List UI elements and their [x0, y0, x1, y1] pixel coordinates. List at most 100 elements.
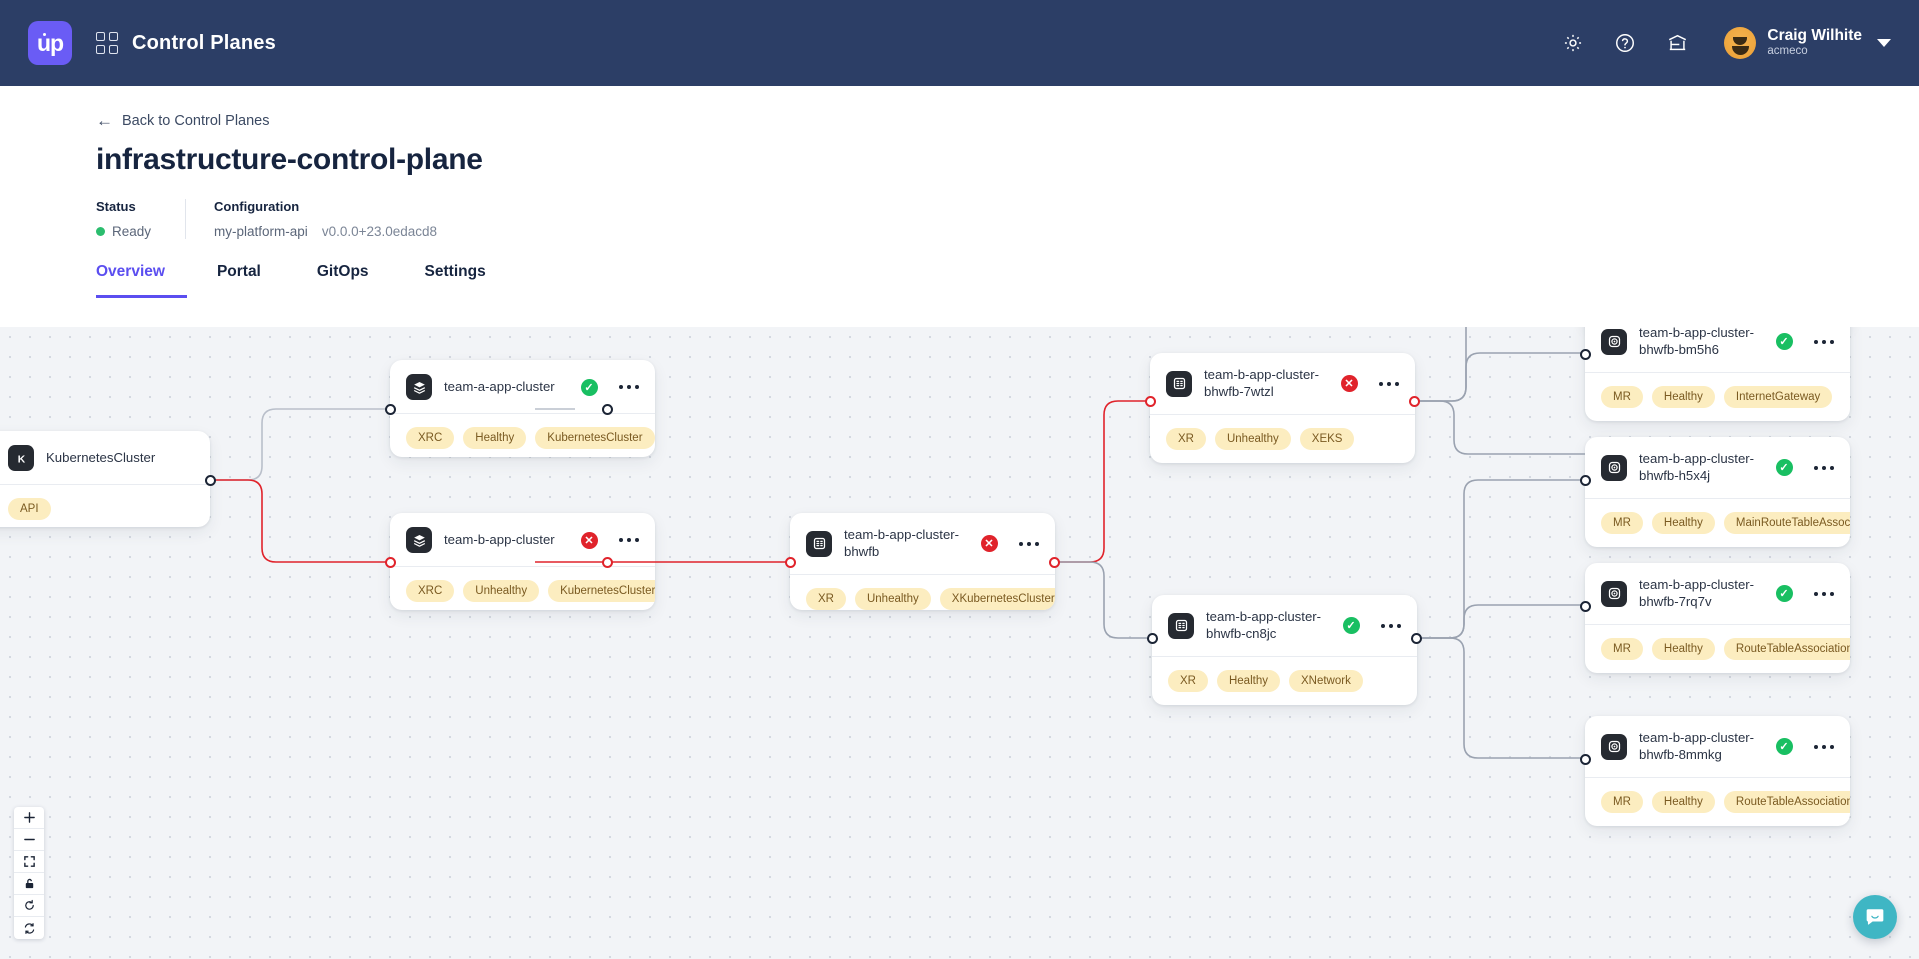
node-tags: MR Healthy MainRouteTableAssociation: [1585, 499, 1850, 547]
node-divider: [390, 413, 655, 414]
help-icon[interactable]: [1612, 30, 1638, 56]
tag: Unhealthy: [1214, 427, 1291, 450]
node-tags: MR Healthy InternetGateway: [1585, 373, 1850, 421]
control-planes-brand[interactable]: Control Planes: [96, 32, 276, 55]
tag: XEKS: [1299, 427, 1355, 450]
tab-bar: Overview Portal GitOps Settings: [0, 263, 1919, 298]
node-handle-left[interactable]: [1145, 396, 1156, 407]
avatar-head: [1733, 37, 1748, 45]
lock-icon[interactable]: [14, 873, 44, 895]
status-block: Status Ready: [96, 199, 185, 239]
node-menu-button[interactable]: [1379, 621, 1404, 632]
chat-launcher[interactable]: [1853, 895, 1897, 939]
configuration-label: Configuration: [214, 199, 300, 214]
status-ok-icon: ✓: [1775, 738, 1793, 756]
tag: MR: [1601, 637, 1643, 660]
status-label: Status: [96, 199, 136, 214]
node-menu-button[interactable]: [1812, 337, 1837, 348]
tab-gitops[interactable]: GitOps: [316, 263, 369, 280]
graph-node-kubernetescluster[interactable]: K KubernetesCluster API: [0, 431, 210, 527]
node-divider: [1585, 776, 1850, 778]
graph-node-team-b-app-cluster-bhwfb-7wtzl[interactable]: team-b-app-cluster-bhwfb-7wtzl ✕ XR Unhe…: [1150, 353, 1415, 463]
node-divider: [1585, 371, 1850, 373]
graph-node-team-b-app-cluster-bhwfb-8mmkg[interactable]: team-b-app-cluster-bhwfb-8mmkg ✓ MR Heal…: [1585, 716, 1850, 826]
node-handle-right[interactable]: [602, 404, 613, 415]
graph-node-team-b-app-cluster-bhwfb[interactable]: team-b-app-cluster-bhwfb ✕ XR Unhealthy …: [790, 513, 1055, 610]
fit-view-icon[interactable]: [14, 851, 44, 873]
node-handle-right[interactable]: [602, 557, 613, 568]
node-tags: XR Healthy XNetwork: [1152, 657, 1417, 705]
node-handle-right[interactable]: [1409, 396, 1420, 407]
node-title: team-b-app-cluster: [444, 531, 555, 547]
node-handle-left[interactable]: [1147, 633, 1158, 644]
node-handle-left[interactable]: [785, 557, 796, 568]
tag: Healthy: [1651, 790, 1715, 813]
tab-overview[interactable]: Overview: [96, 263, 187, 298]
node-menu-button[interactable]: [1812, 742, 1837, 753]
node-menu-button[interactable]: [1017, 539, 1042, 550]
node-divider: [1585, 623, 1850, 625]
node-handle-left[interactable]: [1580, 601, 1591, 612]
avatar: [1724, 27, 1757, 59]
node-header: team-b-app-cluster ✕: [390, 513, 655, 566]
node-menu-button[interactable]: [1377, 379, 1402, 390]
back-link[interactable]: ← Back to Control Planes: [96, 112, 270, 129]
node-divider: [790, 573, 1055, 575]
graph-node-team-b-app-cluster[interactable]: team-b-app-cluster ✕ XRC Unhealthy Kuber…: [390, 513, 655, 610]
node-tags: XR Unhealthy XKubernetesCluster: [790, 575, 1055, 610]
node-handle-right[interactable]: [1049, 557, 1060, 568]
gear-icon[interactable]: [1560, 30, 1586, 56]
list-icon: [1166, 370, 1192, 397]
tag: MR: [1601, 790, 1643, 813]
node-header: team-b-app-cluster-bhwfb-7wtzl ✕: [1150, 353, 1415, 414]
node-handle-left[interactable]: [1580, 475, 1591, 486]
node-handle-left[interactable]: [385, 557, 396, 568]
tag: XR: [1168, 669, 1208, 692]
graph-node-team-b-app-cluster-bhwfb-bm5h6[interactable]: team-b-app-cluster-bhwfb-bm5h6 ✓ MR Heal…: [1585, 327, 1850, 421]
node-tags: XRC Unhealthy KubernetesCluster: [390, 567, 655, 610]
node-handle-left[interactable]: [1580, 349, 1591, 360]
tag: Unhealthy: [854, 587, 931, 610]
node-handle-right[interactable]: [1411, 633, 1422, 644]
node-divider: [1585, 497, 1850, 499]
refresh-icon[interactable]: [14, 917, 44, 939]
graph-node-team-b-app-cluster-bhwfb-7rq7v[interactable]: team-b-app-cluster-bhwfb-7rq7v ✓ MR Heal…: [1585, 563, 1850, 673]
zoom-out-icon[interactable]: [14, 829, 44, 851]
tab-portal[interactable]: Portal: [216, 263, 261, 280]
node-menu-button[interactable]: [617, 535, 642, 546]
user-name: Craig Wilhite: [1767, 27, 1862, 45]
user-text: Craig Wilhite acmeco: [1767, 27, 1862, 58]
user-menu[interactable]: Craig Wilhite acmeco: [1724, 27, 1891, 59]
node-menu-button[interactable]: [617, 382, 642, 393]
graph-node-team-b-app-cluster-bhwfb-cn8jc[interactable]: team-b-app-cluster-bhwfb-cn8jc ✓ XR Heal…: [1152, 595, 1417, 705]
status-ok-icon: ✓: [1775, 333, 1793, 351]
chevron-down-icon[interactable]: [1877, 39, 1891, 47]
graph-node-team-a-app-cluster[interactable]: team-a-app-cluster ✓ XRC Healthy Kuberne…: [390, 360, 655, 457]
node-header: team-b-app-cluster-bhwfb-h5x4j ✓: [1585, 437, 1850, 498]
reset-icon[interactable]: [14, 895, 44, 917]
status-ok-icon: ✓: [1775, 585, 1793, 603]
node-title: team-b-app-cluster-bhwfb-7wtzl: [1204, 367, 1320, 399]
tag: Healthy: [1651, 511, 1715, 534]
status-ok-icon: ✓: [580, 378, 598, 396]
node-title: team-b-app-cluster-bhwfb-8mmkg: [1639, 730, 1755, 762]
node-header: team-b-app-cluster-bhwfb-bm5h6 ✓: [1585, 327, 1850, 372]
upbound-logo[interactable]: up: [28, 21, 72, 65]
node-menu-button[interactable]: [1812, 463, 1837, 474]
zoom-in-icon[interactable]: [14, 807, 44, 829]
graph-node-team-b-app-cluster-bhwfb-h5x4j[interactable]: team-b-app-cluster-bhwfb-h5x4j ✓ MR Heal…: [1585, 437, 1850, 547]
tag: XRC: [406, 580, 455, 602]
marketplace-icon[interactable]: [1664, 30, 1690, 56]
node-menu-button[interactable]: [1812, 589, 1837, 600]
node-handle-right[interactable]: [205, 475, 216, 486]
node-title: team-b-app-cluster-bhwfb-h5x4j: [1639, 451, 1755, 483]
layers-icon: [406, 374, 432, 400]
tag: InternetGateway: [1723, 385, 1833, 408]
node-divider: [0, 484, 210, 485]
resource-graph-canvas[interactable]: K KubernetesCluster API team-a-app-clust…: [0, 327, 1919, 959]
node-handle-left[interactable]: [1580, 754, 1591, 765]
node-handle-left[interactable]: [385, 404, 396, 415]
tab-settings[interactable]: Settings: [424, 263, 486, 280]
topbar-left-group: up Control Planes: [28, 21, 276, 65]
node-header: team-b-app-cluster-bhwfb ✕: [790, 513, 1055, 574]
